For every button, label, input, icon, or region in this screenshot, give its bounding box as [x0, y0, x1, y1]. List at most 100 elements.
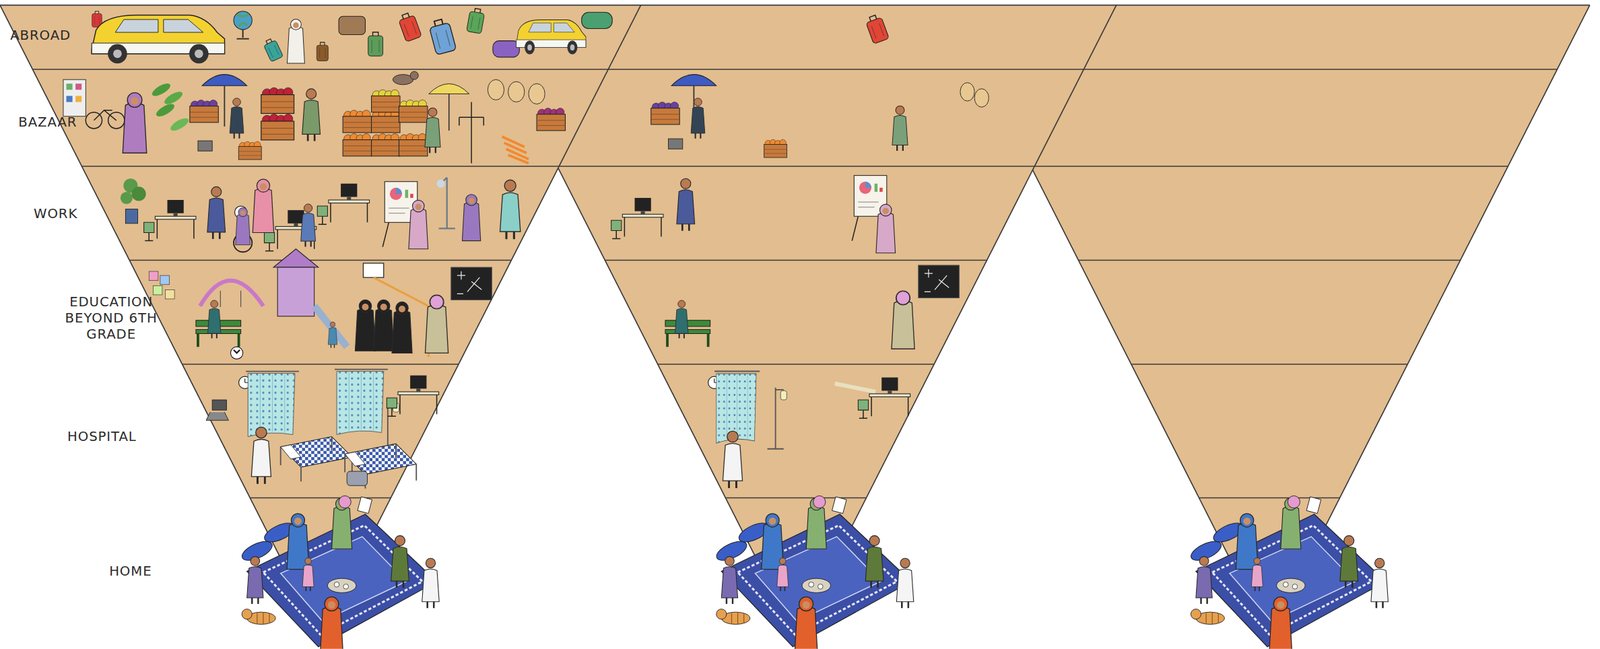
- work-items: [207, 186, 226, 240]
- band-label: HOME: [109, 562, 152, 580]
- band-divider: [0, 69, 1600, 498]
- bazaar-items: [169, 115, 191, 134]
- bazaar-items: [371, 110, 400, 133]
- bazaar-items: [63, 79, 86, 117]
- band-node: WORK: [81, 166, 559, 260]
- home-items: [239, 495, 440, 649]
- band-label: HOSPITAL: [67, 428, 137, 445]
- home-items: [239, 495, 1388, 649]
- work-items: [461, 194, 481, 242]
- band-node: HOME: [249, 497, 391, 637]
- education-items: [164, 289, 175, 299]
- work-items: [252, 179, 274, 233]
- hospital-items: [767, 387, 788, 450]
- bazaar-items: [410, 71, 419, 80]
- work-items: [611, 197, 664, 240]
- education-items: [273, 249, 319, 268]
- bazaar-items: [668, 138, 683, 149]
- bazaar-items: [536, 108, 565, 131]
- work-items: [235, 208, 251, 246]
- abroad-items: [581, 12, 613, 29]
- band-divider: [0, 259, 1600, 262]
- bazaar-items: [63, 71, 989, 163]
- hospital-items: [212, 400, 227, 411]
- abroad-items: [492, 41, 520, 58]
- bazaar-items: [651, 102, 680, 125]
- bazaar-items: [398, 99, 427, 122]
- band-node: BAZAAR: [32, 69, 609, 167]
- education-items: [220, 290, 241, 308]
- work-items: [876, 204, 896, 253]
- education-items: [148, 271, 159, 281]
- bazaar-items: [487, 79, 504, 100]
- bazaar-items: [974, 88, 989, 108]
- education-items: [233, 350, 240, 354]
- bazaar-items: [261, 114, 295, 141]
- bazaar-items: [162, 89, 184, 108]
- hospital-items: [857, 377, 910, 419]
- abroad-items: [237, 14, 250, 27]
- abroad-items: [91, 7, 889, 64]
- abroad-items: [316, 42, 328, 62]
- band-node: ABROAD: [0, 5, 642, 70]
- abroad-items: [428, 17, 457, 55]
- bazaar-items: [371, 89, 400, 112]
- work-items: [408, 200, 429, 249]
- education-items: [200, 280, 264, 307]
- education-items: [327, 321, 337, 349]
- hospital-items: [280, 437, 353, 483]
- education-items: [230, 346, 243, 359]
- bazaar-items: [398, 134, 427, 157]
- band-node: HOSPITAL: [182, 364, 459, 499]
- hospital-items: [251, 426, 271, 485]
- bazaar-items: [65, 95, 73, 102]
- bazaar-items: [459, 102, 484, 164]
- education-items: [160, 275, 170, 285]
- band-divider: [0, 363, 1600, 365]
- band-label: ABROAD: [10, 27, 71, 44]
- work-items: [144, 200, 196, 242]
- bazaar-items: [150, 81, 172, 99]
- bazaar-items: [764, 139, 788, 158]
- bazaar-items: [261, 87, 295, 114]
- band-divider: [0, 165, 1600, 168]
- abroad-items: [233, 11, 252, 30]
- bazaar-items: [65, 83, 73, 90]
- bazaar-items: [238, 141, 262, 160]
- abroad-items: [286, 18, 305, 63]
- band-node: EDUCATION BEYOND 6TH GRADE: [129, 259, 512, 365]
- bazaar-items: [75, 83, 82, 90]
- bazaar-items: [342, 134, 372, 157]
- bazaar-items: [154, 101, 176, 120]
- education-items: [891, 290, 915, 349]
- bazaar-items: [122, 92, 147, 154]
- work-items: [131, 186, 146, 201]
- hospital-items: [344, 443, 417, 489]
- hospital-items: [245, 371, 299, 438]
- bazaar-items: [342, 110, 372, 133]
- band-divider: [0, 68, 1600, 71]
- work-items: [317, 183, 370, 225]
- bazaar-items: [93, 110, 116, 121]
- abroad-items: [262, 37, 284, 62]
- education-items: [354, 299, 376, 351]
- abroad-items: [338, 16, 365, 35]
- bazaar-items: [424, 107, 441, 153]
- education-items: [425, 294, 449, 353]
- bazaar-items: [197, 140, 213, 151]
- education-items: [391, 301, 413, 353]
- education-items: [362, 263, 384, 278]
- bazaar-items: [690, 98, 706, 139]
- bazaar-items: [528, 83, 545, 104]
- abroad-items: [397, 11, 422, 42]
- education-items: [451, 267, 493, 300]
- hospital-items: [346, 471, 368, 486]
- bazaar-items: [371, 134, 400, 157]
- bazaar-items: [229, 98, 244, 139]
- bazaar-items: [75, 95, 82, 102]
- bazaar-items: [502, 136, 529, 163]
- bazaar-items: [189, 99, 219, 122]
- education-items: [148, 249, 959, 360]
